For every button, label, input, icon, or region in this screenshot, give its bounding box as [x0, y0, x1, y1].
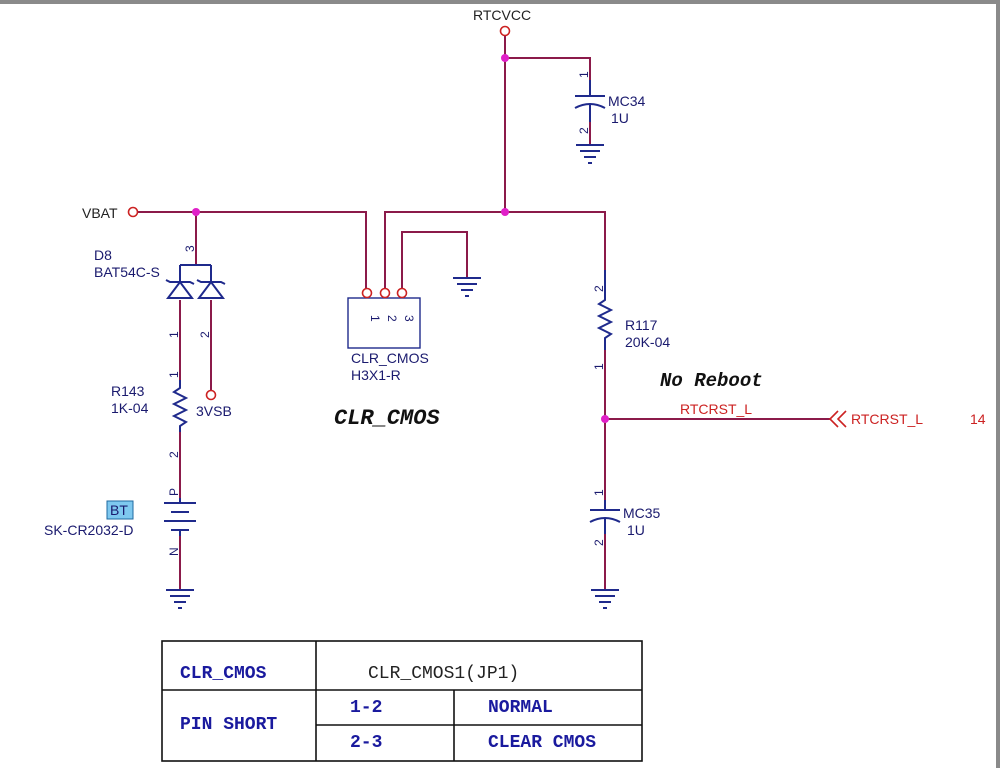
- wire-vbat: [138, 211, 367, 290]
- pin-label: 1: [577, 71, 591, 78]
- junction-dot: [601, 415, 609, 423]
- mc34-ref: MC34: [608, 93, 646, 109]
- window-border-top: [0, 0, 1000, 4]
- junctions: [192, 54, 609, 423]
- table-header-right: CLR_CMOS1(JP1): [368, 664, 519, 684]
- jumper-table: CLR_CMOS CLR_CMOS1(JP1) PIN SHORT 1-2 NO…: [161, 640, 643, 762]
- junction-dot: [501, 54, 509, 62]
- bt-value: SK-CR2032-D: [44, 522, 133, 538]
- junction-dot: [501, 208, 509, 216]
- r143-value: 1K-04: [111, 400, 149, 416]
- rtcrst-net-label: RTCRST_L: [680, 401, 752, 417]
- resistor-r117: 2 1 R117 20K-04: [592, 270, 670, 370]
- pin-label: 1: [368, 315, 382, 322]
- pin-label: 1: [592, 363, 606, 370]
- ground-icon: [591, 589, 619, 609]
- bt-ref: BT: [110, 502, 128, 518]
- wire-rtc-main: [384, 211, 606, 290]
- pin-label: 2: [385, 315, 399, 322]
- table-cell-pins: 1-2: [350, 698, 382, 718]
- wire-mc34-top: [505, 57, 591, 80]
- ground-icon: [453, 277, 481, 297]
- pin-label: 2: [592, 285, 606, 292]
- table-cell-pins: 2-3: [350, 733, 382, 753]
- pin-label: 2: [577, 127, 591, 134]
- diode-d8: 3 1 2 D8 BAT54C-S: [94, 245, 226, 338]
- clr-cmos-title: CLR_CMOS: [334, 406, 440, 431]
- jumper-value: H3X1-R: [351, 367, 401, 383]
- jumper-clr-cmos: 1 2 3 CLR_CMOS H3X1-R: [347, 287, 429, 383]
- pin-label: N: [167, 547, 181, 556]
- mc35-ref: MC35: [623, 505, 661, 521]
- pin-label: 1: [167, 331, 181, 338]
- wire-jp3-gnd: [401, 231, 468, 290]
- pin-label: 2: [592, 539, 606, 546]
- vbat-port-icon: [127, 206, 139, 218]
- ground-icon: [166, 589, 194, 609]
- 3vsb-label: 3VSB: [196, 403, 232, 419]
- pin-label: 1: [167, 371, 181, 378]
- table-cell-mode: CLEAR CMOS: [488, 733, 596, 753]
- bt-ref-highlight: [106, 500, 134, 520]
- wires: [138, 36, 830, 590]
- pin-label: 3: [183, 245, 197, 252]
- r143-ref: R143: [111, 383, 145, 399]
- mc34-value: 1U: [611, 110, 629, 126]
- resistor-r143: 1 2 R143 1K-04: [111, 371, 189, 458]
- d8-value: BAT54C-S: [94, 264, 160, 280]
- window-border-right: [996, 0, 1000, 768]
- rtcvcc-port-icon: [499, 25, 511, 37]
- pin-label: 2: [167, 451, 181, 458]
- pin-label: 2: [198, 331, 212, 338]
- r117-ref: R117: [625, 317, 658, 333]
- jumper-ref: CLR_CMOS: [351, 350, 429, 366]
- rtcrst-port-label: RTCRST_L: [851, 411, 923, 427]
- table-header-left: CLR_CMOS: [180, 664, 267, 684]
- rtcrst-page-ref: 14: [970, 411, 986, 427]
- pin-label: P: [167, 488, 181, 496]
- no-reboot-note: No Reboot: [660, 370, 763, 392]
- vbat-label: VBAT: [82, 205, 118, 221]
- pin-label: 1: [592, 489, 606, 496]
- table-row-label: PIN SHORT: [180, 715, 277, 735]
- table-cell-mode: NORMAL: [488, 698, 553, 718]
- capacitor-mc35: 1 2 MC35 1U: [589, 489, 661, 546]
- rtcvcc-label: RTCVCC: [473, 7, 531, 23]
- d8-ref: D8: [94, 247, 112, 263]
- r117-value: 20K-04: [625, 334, 670, 350]
- offpage-connector-icon: [828, 410, 847, 428]
- 3vsb-port-icon: [205, 389, 217, 401]
- mc35-value: 1U: [627, 522, 645, 538]
- junction-dot: [192, 208, 200, 216]
- pin-label: 3: [402, 315, 416, 322]
- battery-bt: P N BT SK-CR2032-D: [44, 488, 196, 556]
- ground-icon: [576, 144, 604, 164]
- capacitor-mc34: 1 2 MC34 1U: [574, 71, 646, 134]
